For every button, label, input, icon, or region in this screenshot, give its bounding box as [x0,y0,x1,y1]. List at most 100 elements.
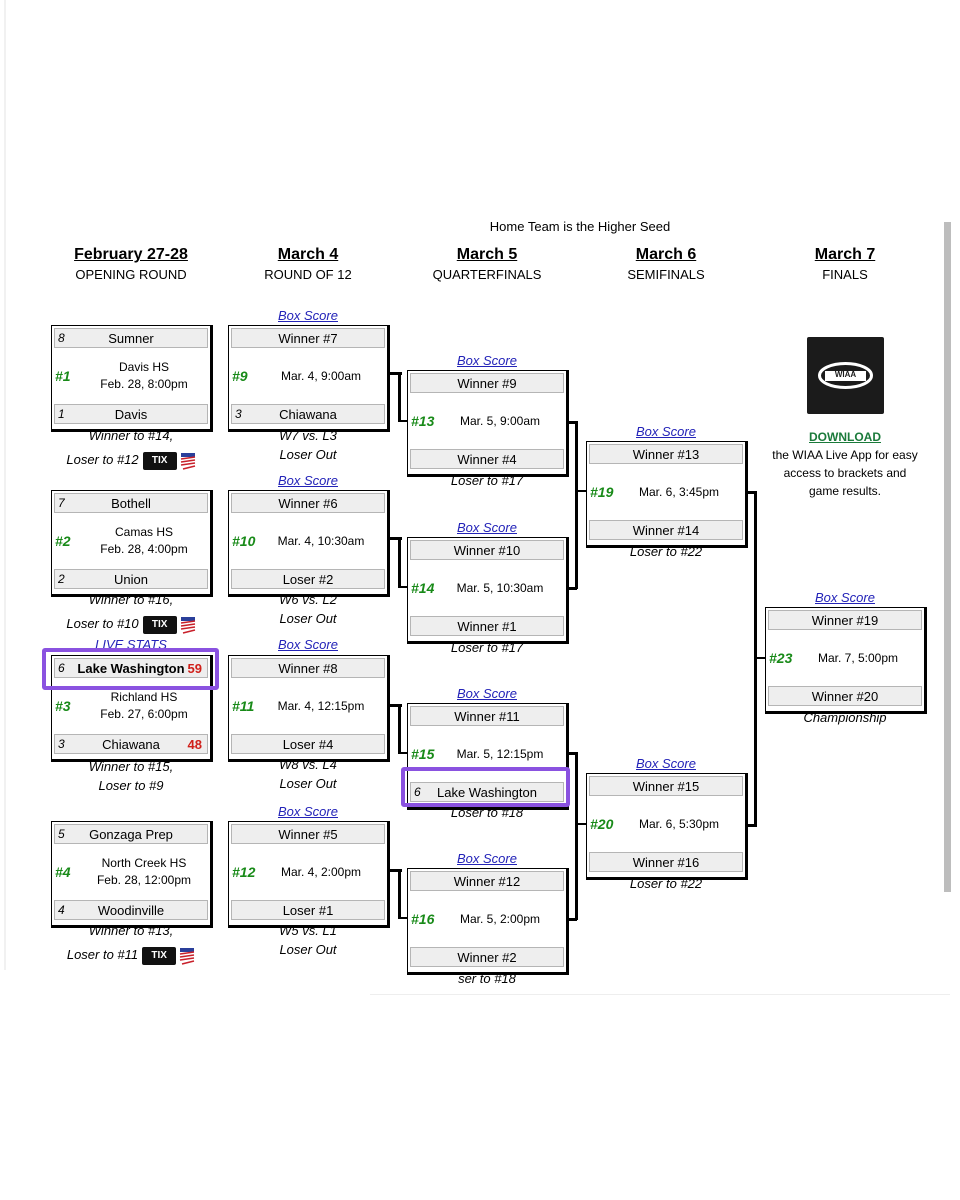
box-score-link-11[interactable]: Box Score [278,637,338,652]
connector [398,372,401,422]
game-16-notes: ser to #18 [407,969,567,988]
team-name: Winner #5 [278,827,338,842]
app-promo-text: the WIAA Live App for easy access to bra… [772,448,918,498]
connector [568,421,577,424]
game-15-notes: Loser to #18 [407,803,567,822]
wiaa-flag-icon[interactable] [179,947,195,965]
box-score-link-10[interactable]: Box Score [278,473,338,488]
note: Loser to #22 [629,544,703,559]
column-round: SEMIFINALS [627,267,705,282]
box-score-link-14[interactable]: Box Score [457,520,517,535]
game-13-info: Mar. 5, 9:00am [436,398,564,444]
vertical-scrollbar[interactable] [944,222,951,892]
team-name: Winner #8 [278,661,338,676]
connector [398,917,408,919]
game-10-top-team: Winner #6 [231,493,385,513]
lake-washington-highlight [42,648,219,690]
game-time: Mar. 6, 3:45pm [638,484,720,499]
team-name: Winner #4 [457,452,517,467]
connector [398,752,408,754]
column-date: February 27-28 [74,246,188,263]
note: Loser to #10 [66,616,139,631]
connector [398,537,401,587]
box-score-link-16[interactable]: Box Score [457,851,517,866]
note: Winner to #15, [88,759,174,774]
team-name: Winner #14 [632,523,700,538]
game-10-notes: W6 vs. L2 Loser Out [228,590,388,628]
seed: 6 [414,785,421,799]
column-round: ROUND OF 12 [264,267,352,282]
box-score-link-9[interactable]: Box Score [278,308,338,323]
note: Winner to #13, [88,923,174,938]
note: W6 vs. L2 [279,592,337,607]
connector [755,657,765,659]
team-name: Winner #15 [632,779,700,794]
game-time: Mar. 5, 9:00am [459,413,541,428]
tix-button[interactable]: TIX [142,615,177,634]
column-date: March 7 [814,246,876,263]
note: Championship [803,710,887,725]
note: Loser Out [279,942,337,957]
wiaa-logo-icon[interactable]: WIAA [807,337,884,414]
game-number: #16 [411,911,435,927]
game-23-info: Mar. 7, 5:00pm [794,635,922,681]
note: Loser to #11 [66,947,139,962]
game-12-info: Mar. 4, 2:00pm [257,849,385,895]
game-14-notes: Loser to #17 [407,638,567,657]
connector [388,537,402,540]
team-name: Gonzaga Prep [89,827,173,842]
game-20-bottom-team: Winner #16 [589,852,743,872]
team-name: Loser #4 [282,737,334,752]
tix-button[interactable]: TIX [142,451,177,470]
seed: 4 [58,903,65,917]
team-name: Woodinville [97,903,165,918]
game-10-box: Winner #6 #10 Mar. 4, 10:30am Loser #2 [228,490,390,597]
game-number: #4 [55,864,71,880]
download-link[interactable]: DOWNLOAD [809,430,881,444]
connector [568,918,577,921]
seed: 6 [58,661,65,675]
team-name: Winner #9 [457,376,517,391]
box-score-link-23[interactable]: Box Score [815,590,875,605]
note: ser to #18 [458,971,516,986]
column-date: March 4 [277,246,339,263]
game-14-info: Mar. 5, 10:30am [436,565,564,611]
column-header-round-of-12: March 4 ROUND OF 12 [228,246,388,282]
note: Loser Out [279,611,337,626]
game-23-top-team: Winner #19 [768,610,922,630]
game-14-bottom-team: Winner #1 [410,616,564,636]
game-number: #3 [55,698,71,714]
wiaa-flag-icon[interactable] [180,616,196,634]
game-time: Mar. 4, 9:00am [280,368,362,383]
wiaa-flag-icon[interactable] [180,452,196,470]
team-name: Lake Washington [437,785,537,800]
game-number: #20 [590,816,614,832]
left-edge-line [4,0,6,970]
connector [568,587,577,590]
box-score-link-13[interactable]: Box Score [457,353,517,368]
team-name: Winner #6 [278,496,338,511]
box-score-link-19[interactable]: Box Score [636,424,696,439]
game-time: Feb. 28, 8:00pm [100,377,188,391]
game-time: Mar. 7, 5:00pm [817,650,899,665]
tix-button[interactable]: TIX [142,946,177,965]
note: Winner to #14, [88,428,174,443]
seed: 2 [58,572,65,586]
game-13-box: Winner #9 #13 Mar. 5, 9:00am Winner #4 [407,370,569,477]
game-15-bottom-team: 6 Lake Washington [410,782,564,802]
team-name: Bothell [111,496,151,511]
team-name: Winner #2 [457,950,517,965]
connector [398,420,408,422]
box-score-link-12[interactable]: Box Score [278,804,338,819]
game-11-bottom-team: Loser #4 [231,734,385,754]
box-score-link-15[interactable]: Box Score [457,686,517,701]
box-score-link-20[interactable]: Box Score [636,756,696,771]
